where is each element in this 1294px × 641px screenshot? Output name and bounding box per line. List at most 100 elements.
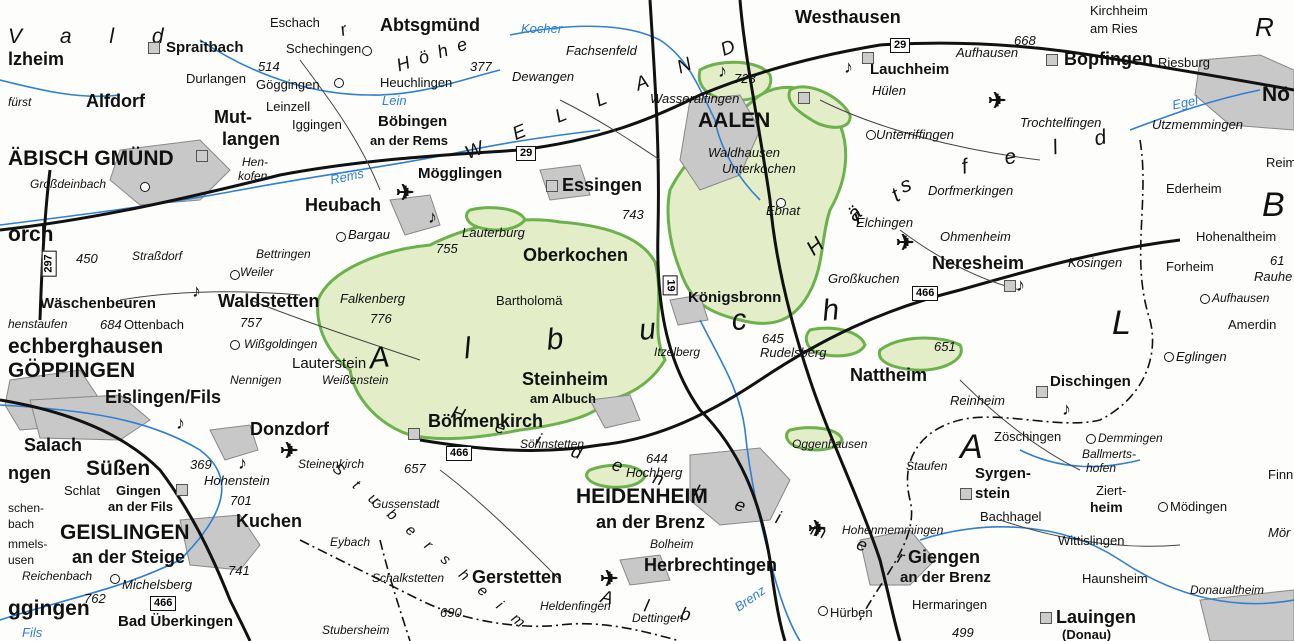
village-haunsheim: Haunsheim — [1082, 571, 1148, 586]
town-orch: orch — [8, 223, 54, 246]
town-mutlangen-1: Mut- — [214, 107, 252, 127]
town-boehmenkirch: Böhmenkirch — [428, 411, 544, 431]
village-schalkstetten: Schalkstetten — [372, 571, 445, 585]
village-marker-icon — [1086, 434, 1096, 444]
town-marker-icon — [1036, 386, 1048, 398]
elevation-743: 743 — [622, 207, 644, 222]
label-fils: Fils — [22, 625, 43, 640]
town-neresheim: Neresheim — [932, 253, 1025, 273]
town-steinheim-sub: am Albuch — [530, 391, 596, 406]
peak-flag-icon: ♪ — [238, 453, 247, 473]
village-marker-icon — [140, 182, 150, 192]
town-alfdorf: Alfdorf — [86, 91, 145, 111]
road-minor-8 — [559, 99, 661, 161]
village-moer: Mör — [1268, 525, 1291, 540]
elevation-651: 651 — [934, 339, 956, 354]
city-geislingen: GEISLINGEN — [60, 521, 190, 544]
village-ebnat: Ebnat — [766, 203, 800, 218]
village-marker-icon — [230, 270, 240, 280]
town-rechberghausen: echberghausen — [8, 335, 164, 358]
village-aufhausen-2: Aufhausen — [1212, 291, 1270, 305]
town-donzdorf: Donzdorf — [250, 419, 329, 439]
road-minor-4 — [959, 379, 1081, 471]
village-bargau: Bargau — [348, 227, 390, 242]
town-bad-ueberkingen: Bad Überkingen — [118, 613, 234, 630]
elevation-657: 657 — [404, 461, 426, 476]
town-lauterstein: Lauterstein — [292, 355, 367, 372]
town-marker-icon — [546, 180, 558, 192]
village-hennkofen-2: kofen — [238, 169, 268, 183]
river-stream-2 — [919, 526, 1294, 605]
forest-albuch — [316, 218, 667, 441]
village-reim: Reim — [1266, 155, 1294, 170]
town-nattheim: Nattheim — [850, 365, 928, 385]
town-koenigsbronn: Königsbronn — [688, 289, 782, 306]
boundary-south — [299, 539, 681, 641]
village-hennkofen-1: Hen- — [242, 155, 269, 169]
village-marker-icon — [336, 232, 346, 242]
road-b29 — [0, 41, 1294, 232]
river-fils — [0, 404, 223, 621]
town-heubach — [389, 194, 441, 236]
town-ottenbach: Ottenbach — [124, 317, 184, 332]
elevation-762: 762 — [84, 591, 106, 606]
town-schechingen: Schechingen — [286, 41, 362, 56]
river-egel — [1129, 89, 1261, 131]
rivers — [0, 25, 1294, 641]
village-marker-icon — [776, 198, 786, 208]
region-ries-b: B — [1262, 186, 1285, 224]
elevation-644: 644 — [646, 451, 668, 466]
road-minor-5 — [439, 469, 561, 581]
road-shield-466-east: 466 — [912, 286, 939, 301]
town-geislingen — [179, 514, 261, 571]
town-lzheim: lzheim — [8, 49, 65, 69]
town-marker-icon — [1004, 280, 1016, 292]
town-giengen: Giengen — [908, 547, 981, 567]
village-ziertheim-1: Ziert- — [1096, 483, 1127, 498]
river-rems — [0, 129, 601, 226]
village-utzmemmingen: Utzmemmingen — [1152, 117, 1244, 132]
town-marker-icon — [148, 42, 160, 54]
village-unterriffingen: Unterriffingen — [876, 127, 955, 142]
town-eschach: Eschach — [270, 15, 320, 30]
elevation-755: 755 — [436, 241, 458, 256]
town-schlat: Schlat — [64, 483, 101, 498]
town-mutlangen-2: langen — [222, 129, 281, 149]
town-waldstetten: Waldstetten — [218, 291, 320, 311]
village-riesburg: Riesburg — [1158, 55, 1211, 70]
village-ummelsausen-1: mmels- — [8, 537, 48, 551]
road-a7 — [738, 0, 902, 641]
village-ohmenheim: Ohmenheim — [940, 229, 1011, 244]
village-finningen: Finni — [1268, 467, 1294, 482]
village-marker-icon — [1200, 294, 1210, 304]
village-hohenstaufen: henstaufen — [8, 317, 68, 331]
village-dettingen: Dettingen — [632, 611, 684, 625]
village-koesingen: Kösingen — [1068, 255, 1123, 270]
region-ries-a: A — [960, 428, 983, 466]
town-marker-icon — [176, 484, 188, 496]
village-michelsberg: Michelsberg — [122, 577, 193, 592]
peak-flag-icon: ♪ — [428, 207, 437, 227]
village-reichenbach: Reichenbach — [22, 569, 93, 583]
road-minor-7 — [999, 519, 1181, 547]
town-marker-icon — [196, 150, 208, 162]
village-heldenfingen: Heldenfingen — [540, 599, 611, 613]
town-marker-icon — [798, 92, 810, 104]
town-heuchlingen: Heuchlingen — [380, 75, 453, 90]
forest-patch-7 — [785, 426, 844, 452]
road-minor-6 — [249, 299, 421, 361]
village-oggenhausen: Oggenhausen — [792, 437, 868, 451]
village-wissgoldingen: Wißgoldingen — [244, 337, 318, 351]
town-durlangen: Durlangen — [186, 71, 246, 86]
road-shield-466-west: 466 — [150, 596, 177, 611]
village-trochtelfingen: Trochtelfingen — [1020, 115, 1102, 130]
village-grosskuchen: Großkuchen — [828, 271, 900, 286]
peak-flag-icon: ♪ — [718, 61, 727, 81]
village-steinenkirch: Steinenkirch — [298, 457, 365, 471]
forest-patch-6 — [465, 206, 527, 232]
town-boebingen-sub: an der Rems — [370, 133, 449, 148]
town-salach: Salach — [24, 435, 83, 455]
elevation-741: 741 — [228, 563, 250, 578]
village-wasseralfingen: Wasseralfingen — [650, 91, 740, 106]
